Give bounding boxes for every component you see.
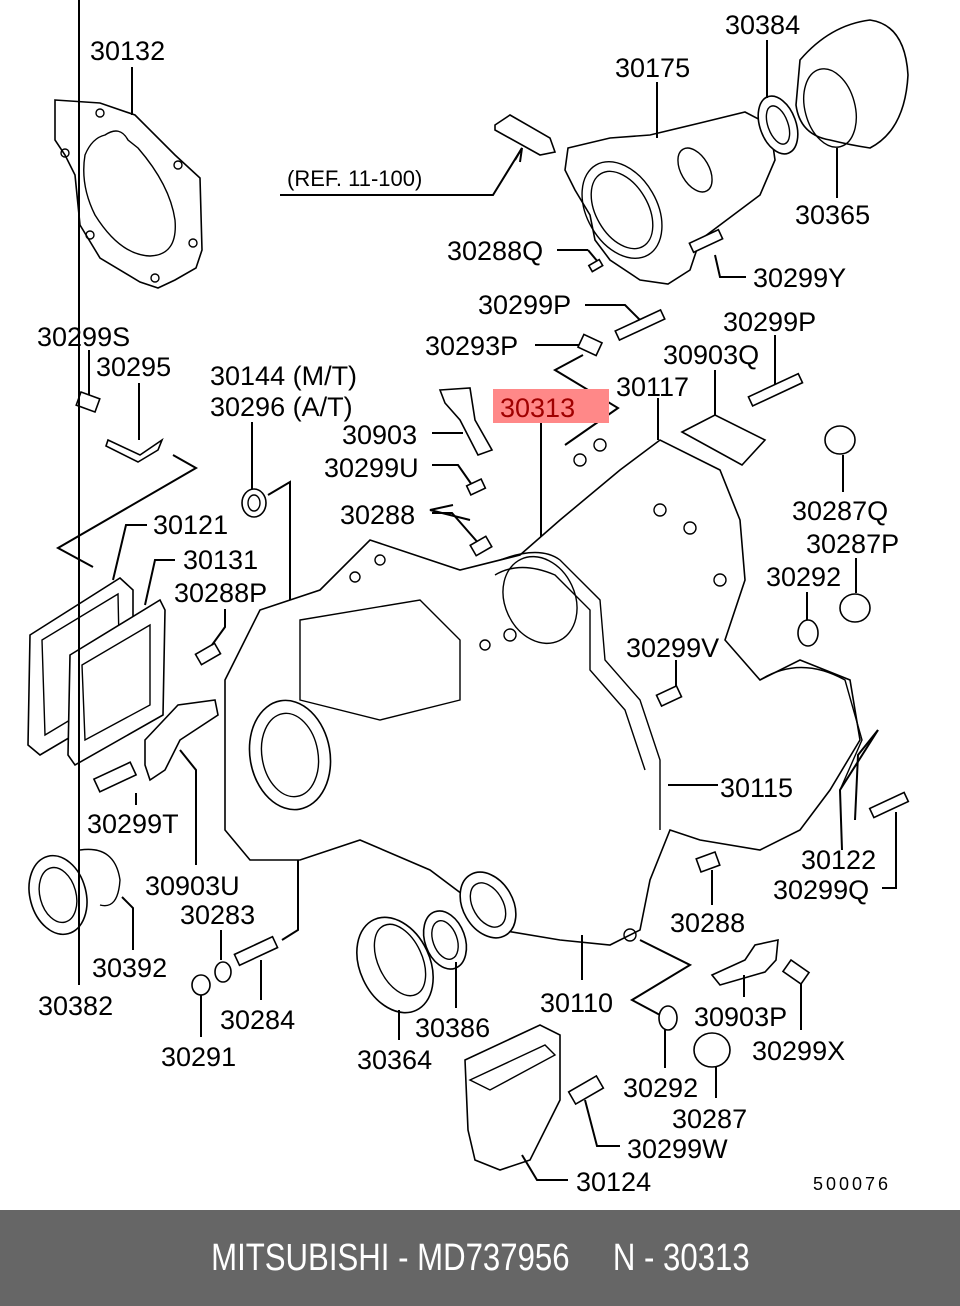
- part-label-30122[interactable]: 30122: [801, 845, 877, 875]
- part-label-30287Q[interactable]: 30287Q: [792, 496, 889, 526]
- part-label-30144[interactable]: 30144 (M/T): [210, 361, 358, 391]
- part-label-30287P[interactable]: 30287P: [806, 529, 900, 559]
- transfer-case-drawing: [224, 438, 863, 946]
- highlighted-part-marker: [493, 389, 609, 423]
- part-label-30903U[interactable]: 30903U: [145, 871, 240, 901]
- part-label-30291[interactable]: 30291: [161, 1042, 237, 1072]
- diagram-drawing: [27, 0, 910, 1181]
- part-label-30299X[interactable]: 30299X: [752, 1036, 846, 1066]
- part-label-30382[interactable]: 30382: [38, 991, 114, 1021]
- part-label-30903[interactable]: 30903: [342, 420, 418, 450]
- part-label-30299U[interactable]: 30299U: [324, 453, 419, 483]
- part-label-30283[interactable]: 30283: [180, 900, 256, 930]
- part-label-30299T[interactable]: 30299T: [87, 809, 179, 839]
- gasket-30132-drawing: [54, 67, 203, 289]
- part-label-30299P-right[interactable]: 30299P: [723, 307, 817, 337]
- figure-code: 500076: [813, 1174, 892, 1194]
- footer-part-info: MITSUBISHI - MD737956 N - 30313: [210, 1236, 750, 1279]
- part-label-30299W[interactable]: 30299W: [627, 1134, 728, 1164]
- part-label-30121[interactable]: 30121: [153, 510, 229, 540]
- parts-diagram: (REF. 11-100) 30132 30175 30384 30365 30…: [27, 0, 910, 1197]
- part-label-30299Y[interactable]: 30299Y: [753, 263, 847, 293]
- seal-30384-drawing: [757, 40, 799, 155]
- part-label-30903P[interactable]: 30903P: [694, 1002, 788, 1032]
- part-label-30292[interactable]: 30292: [766, 562, 842, 592]
- part-label-30115[interactable]: 30115: [720, 773, 794, 803]
- part-label-30365[interactable]: 30365: [795, 200, 871, 230]
- part-label-30299P[interactable]: 30299P: [478, 290, 572, 320]
- part-label-30313-highlighted[interactable]: 30313: [500, 393, 576, 423]
- part-label-30287[interactable]: 30287: [672, 1104, 748, 1134]
- part-label-30292-lower[interactable]: 30292: [623, 1073, 699, 1103]
- part-label-30293P[interactable]: 30293P: [425, 331, 519, 361]
- part-label-30392[interactable]: 30392: [92, 953, 168, 983]
- reference-note[interactable]: (REF. 11-100): [287, 166, 423, 191]
- part-label-30175[interactable]: 30175: [615, 53, 691, 83]
- part-label-30364[interactable]: 30364: [357, 1045, 433, 1075]
- part-label-30288Q[interactable]: 30288Q: [447, 236, 544, 266]
- housing-30175-drawing: [494, 82, 776, 285]
- part-label-30131[interactable]: 30131: [183, 545, 259, 575]
- part-label-30295[interactable]: 30295: [96, 352, 172, 382]
- part-label-30299S[interactable]: 30299S: [37, 322, 131, 352]
- part-label-30110[interactable]: 30110: [540, 988, 614, 1018]
- part-label-30296[interactable]: 30296 (A/T): [210, 392, 353, 422]
- part-label-30132[interactable]: 30132: [90, 36, 166, 66]
- part-label-30288[interactable]: 30288: [340, 500, 416, 530]
- part-label-30117[interactable]: 30117: [616, 372, 690, 402]
- part-label-30386[interactable]: 30386: [415, 1013, 491, 1043]
- part-label-30288P[interactable]: 30288P: [174, 578, 268, 608]
- part-label-30384[interactable]: 30384: [725, 10, 801, 40]
- part-label-30299Q[interactable]: 30299Q: [773, 875, 870, 905]
- part-label-30903Q[interactable]: 30903Q: [663, 340, 760, 370]
- part-label-30288-lower[interactable]: 30288: [670, 908, 746, 938]
- part-label-30299V[interactable]: 30299V: [626, 633, 720, 663]
- footer-bar: MITSUBISHI - MD737956 N - 30313: [0, 1210, 960, 1306]
- part-label-30284[interactable]: 30284: [220, 1005, 296, 1035]
- part-label-30124[interactable]: 30124: [576, 1167, 652, 1197]
- cover-30365-drawing: [795, 19, 909, 198]
